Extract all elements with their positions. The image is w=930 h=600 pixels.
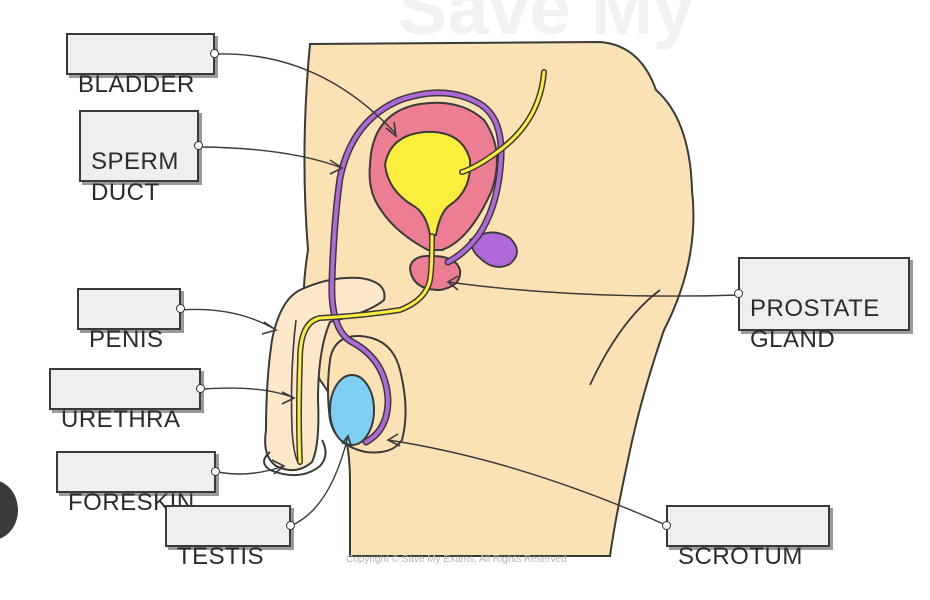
penis-inner-line bbox=[290, 319, 301, 466]
edge-overlay-circle bbox=[0, 480, 18, 540]
testis-shape bbox=[329, 374, 375, 446]
buttock-crease bbox=[589, 289, 661, 386]
leader-sperm-duct bbox=[201, 146, 343, 169]
label-scrotum: SCROTUM bbox=[662, 505, 830, 570]
label-sperm-duct: SPERM DUCT bbox=[79, 110, 203, 206]
leader-foreskin bbox=[217, 465, 285, 475]
copyright-text: Copyright © Save My Exams. All Rights Re… bbox=[346, 554, 567, 565]
leader-prostate bbox=[447, 281, 741, 297]
leader-scrotum bbox=[387, 439, 669, 527]
label-penis: PENIS bbox=[77, 288, 185, 353]
leader-penis bbox=[179, 308, 277, 331]
leader-bladder bbox=[217, 53, 397, 135]
leader-urethra bbox=[203, 387, 295, 399]
label-bladder: BLADDER bbox=[66, 33, 219, 98]
label-foreskin: FORESKIN bbox=[56, 451, 220, 516]
label-prostate-gland: PROSTATE GLAND bbox=[734, 257, 910, 353]
leader-lines bbox=[179, 53, 741, 527]
label-urethra: URETHRA bbox=[49, 368, 205, 433]
seminal-vesicle bbox=[469, 231, 518, 268]
foreskin-shape bbox=[263, 439, 327, 477]
leader-testis bbox=[289, 435, 349, 527]
bladder-urine bbox=[383, 130, 472, 236]
label-testis: TESTIS bbox=[165, 505, 295, 570]
